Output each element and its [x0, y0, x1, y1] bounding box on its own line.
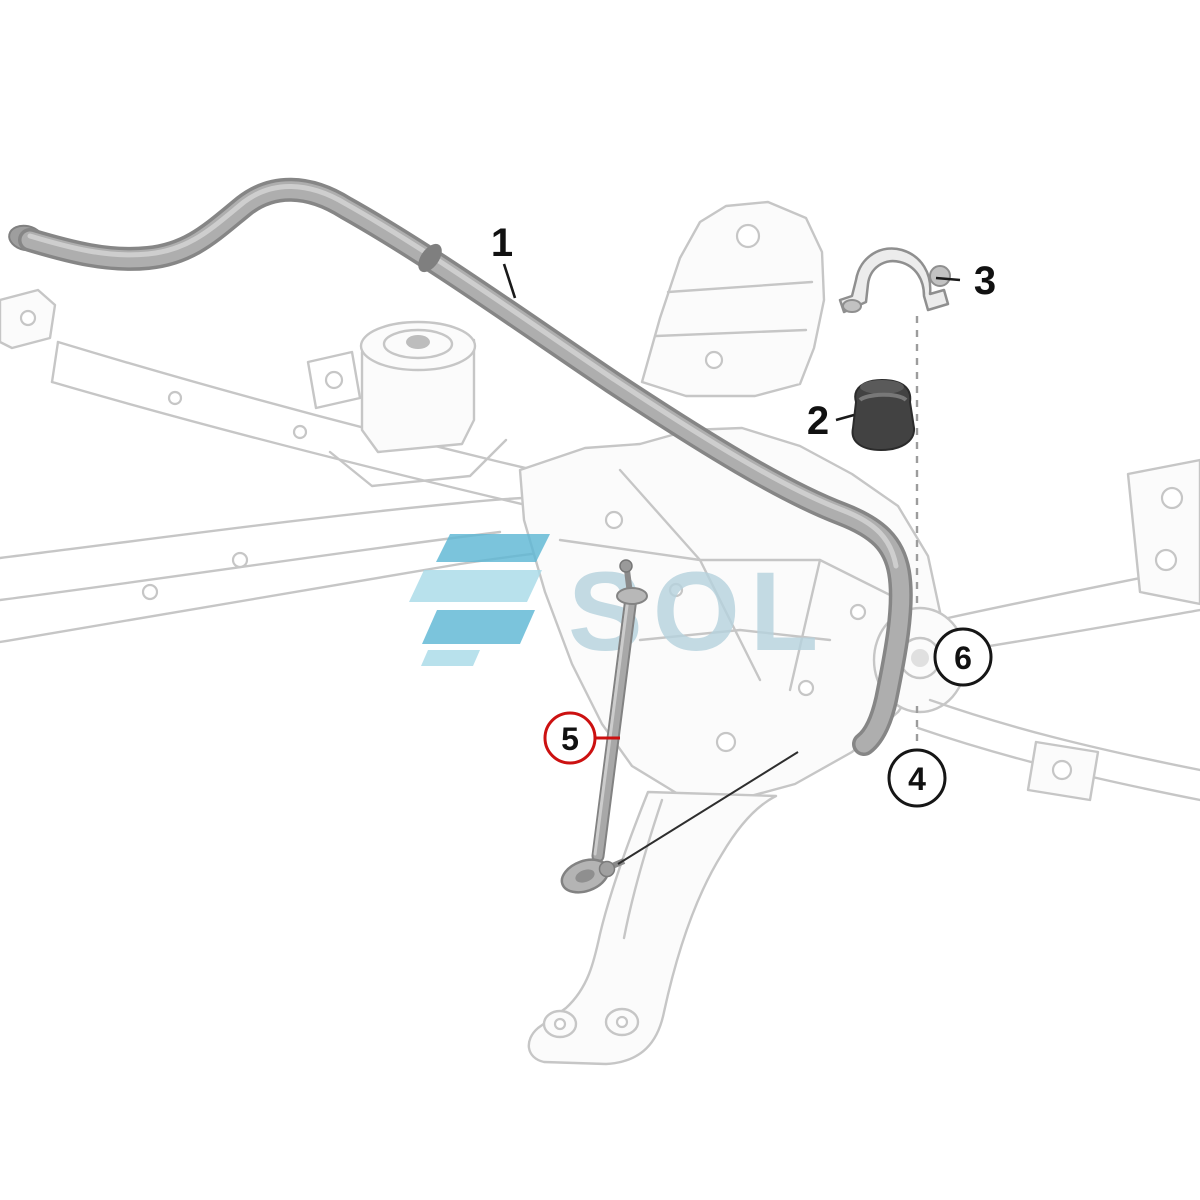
callout-4: 4 [887, 748, 947, 808]
subframe-left-bracket [0, 288, 57, 350]
bar-collar [418, 243, 442, 273]
link-lower-ball [598, 860, 616, 878]
callout-5-label: 5 [561, 721, 579, 757]
link-upper-ball [619, 559, 633, 573]
callout-6-label: 6 [954, 640, 972, 676]
stabilizer-bushing-part [851, 378, 916, 452]
bushing-groove [858, 392, 908, 402]
callout-5-highlighted: 5 [543, 711, 620, 765]
bracket-tab [842, 299, 862, 313]
callout-4-label: 4 [908, 761, 926, 797]
link-pointer-line [617, 751, 799, 865]
stabilizer-link-part [560, 559, 648, 894]
subframe-upper-bracket [640, 200, 826, 398]
bushing-mount-center [406, 335, 430, 349]
stabilizer-bracket-part [838, 247, 951, 314]
stabilizer-bar [8, 177, 913, 756]
knuckle-center [911, 649, 929, 667]
bushing-top [860, 380, 904, 394]
callout-6: 6 [933, 627, 993, 687]
callout-3: 3 [935, 259, 996, 303]
callout-1: 1 [491, 221, 517, 299]
watermark-logo-icon [409, 534, 550, 666]
callout-1-label: 1 [491, 221, 513, 265]
callout-3-label: 3 [974, 259, 996, 303]
callout-2-label: 2 [807, 399, 829, 443]
subframe-lower-leg [527, 790, 778, 1066]
subframe-bushing-mount [328, 320, 508, 488]
watermark-text: SOL [568, 549, 828, 674]
bracket-bolt [929, 265, 951, 287]
link-upper-joint [616, 587, 648, 605]
callout-2: 2 [807, 399, 855, 443]
watermark: SOL [409, 534, 828, 674]
subframe-right-arm [916, 458, 1200, 802]
